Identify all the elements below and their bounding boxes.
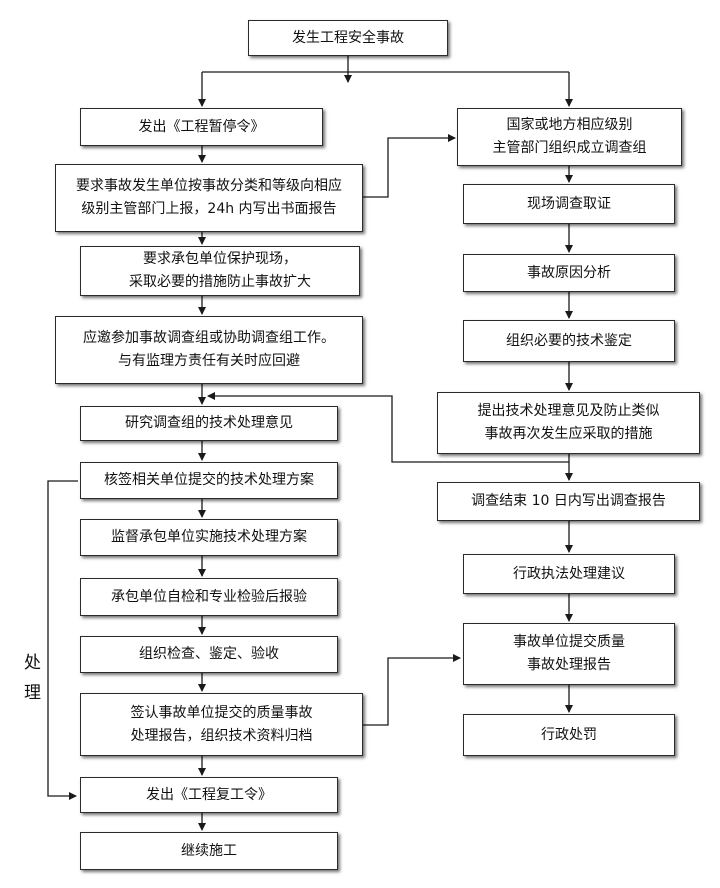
box-quality-report-line-2: 事故处理报告 xyxy=(527,657,611,673)
box-report-line-2: 级别主管部门上报，24h 内写出书面报告 xyxy=(81,201,337,217)
box-propose-measures: 提出技术处理意见及防止类似 事故再次发生应采取的措施 xyxy=(437,392,700,454)
box-protect-line-1: 要求承包单位保护现场， xyxy=(143,251,297,267)
box-site-evidence: 现场调查取证 xyxy=(463,184,675,224)
box-supervise-implementation: 监督承包单位实施技术处理方案 xyxy=(80,519,338,556)
box-resume-order: 发出《工程复工令》 xyxy=(80,777,338,813)
box-organize-label: 组织检查、鉴定、验收 xyxy=(139,646,279,662)
box-admin-advice: 行政执法处理建议 xyxy=(463,554,675,594)
side-label-char-2: 理 xyxy=(24,683,41,703)
box-continue-label: 继续施工 xyxy=(181,842,237,859)
box-stop-order: 发出《工程暂停令》 xyxy=(80,108,323,146)
box-self-check-label: 承包单位自检和专业检验后报验 xyxy=(111,588,307,605)
box-supervise-label: 监督承包单位实施技术处理方案 xyxy=(111,529,307,545)
arrow-handling-bypass xyxy=(47,480,78,800)
box-protect-scene: 要求承包单位保护现场， 采取必要的措施防止事故扩大 xyxy=(80,246,360,296)
box-sign-plan-label: 核签相关单位提交的技术处理方案 xyxy=(104,472,314,488)
box-stop-order-label: 发出《工程暂停令》 xyxy=(138,118,265,135)
box-evidence-label: 现场调查取证 xyxy=(527,195,611,212)
box-report-to-authority: 要求事故发生单位按事故分类和等级向相应 级别主管部门上报，24h 内写出书面报告 xyxy=(55,164,363,232)
box-quality-report-line-1: 事故单位提交质量 xyxy=(513,634,625,650)
box-cause-label: 事故原因分析 xyxy=(527,264,611,281)
box-study-opinions: 研究调查组的技术处理意见 xyxy=(80,406,338,441)
box-resume-order-label: 发出《工程复工令》 xyxy=(146,786,272,803)
box-report-line-1: 要求事故发生单位按事故分类和等级向相应 xyxy=(76,178,342,194)
box-study-label: 研究调查组的技术处理意见 xyxy=(125,415,293,431)
box-team-line-1: 国家或地方相应级别 xyxy=(506,117,633,133)
box-confirm-line-1: 签认事故单位提交的质量事故 xyxy=(130,704,313,721)
box-technical-appraisal: 组织必要的技术鉴定 xyxy=(463,320,675,362)
box-continue-construction: 继续施工 xyxy=(80,832,338,870)
box-report-label: 调查结束 10 日内写出调查报告 xyxy=(471,493,666,509)
box-form-investigation-team: 国家或地方相应级别 主管部门组织成立调查组 xyxy=(457,108,682,166)
box-invite-line-1: 应邀参加事故调查组或协助调查组工作。 xyxy=(83,330,335,346)
box-invite-line-2: 与有监理方责任有关时应回避 xyxy=(118,353,300,369)
box-sign-plan: 核签相关单位提交的技术处理方案 xyxy=(80,462,338,499)
box-confirm-report: 签认事故单位提交的质量事故 处理报告，组织技术资料归档 xyxy=(80,693,363,756)
arrow-report-to-team xyxy=(363,134,456,198)
box-admin-advice-label: 行政执法处理建议 xyxy=(513,565,625,582)
box-confirm-line-2: 处理报告，组织技术资料归档 xyxy=(130,727,313,744)
box-quality-accident-report: 事故单位提交质量 事故处理报告 xyxy=(463,623,675,685)
box-admin-penalty: 行政处罚 xyxy=(463,714,675,756)
box-investigation-report: 调查结束 10 日内写出调查报告 xyxy=(437,482,700,521)
box-team-line-2: 主管部门组织成立调查组 xyxy=(492,140,647,156)
box-cause-analysis: 事故原因分析 xyxy=(463,254,675,292)
box-accident-occurs-label: 发生工程安全事故 xyxy=(292,29,404,46)
box-self-check: 承包单位自检和专业检验后报验 xyxy=(80,578,338,616)
box-join-investigation: 应邀参加事故调查组或协助调查组工作。 与有监理方责任有关时应回避 xyxy=(55,316,363,384)
arrow-measures-back-to-study xyxy=(207,392,569,463)
box-penalty-label: 行政处罚 xyxy=(541,726,597,743)
side-label-char-1: 处 xyxy=(24,653,41,673)
box-protect-line-2: 采取必要的措施防止事故扩大 xyxy=(129,274,311,290)
box-measures-line-1: 提出技术处理意见及防止类似 xyxy=(477,403,660,419)
box-accident-occurs: 发生工程安全事故 xyxy=(248,20,448,56)
box-appraisal-label: 组织必要的技术鉴定 xyxy=(506,332,632,349)
arrow-confirm-to-quality-report xyxy=(363,654,461,726)
box-inspect-accept: 组织检查、鉴定、验收 xyxy=(80,636,338,673)
box-measures-line-2: 事故再次发生应采取的措施 xyxy=(484,426,653,442)
